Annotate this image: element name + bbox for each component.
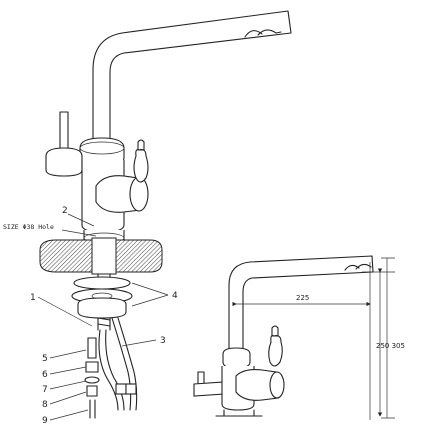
spout-tip [244,29,282,38]
callouts: 2 1 4 3 5 6 7 8 9 [30,206,178,426]
lock-nut [77,297,127,319]
spout [92,10,292,141]
callout-3: 3 [160,336,166,346]
hole-size-label: SIZE Φ38 Hole [3,223,54,231]
callout-9: 9 [42,416,48,426]
callout-5: 5 [42,354,48,364]
hose-left [98,329,119,411]
callout-1: 1 [30,293,36,303]
callout-2: 2 [62,206,68,216]
mixer-handle [133,149,149,183]
filter-connector-stack [84,337,100,419]
washer-a [73,276,131,290]
assembled-faucet [193,255,374,417]
hose-right [111,317,132,411]
callout-7: 7 [42,385,48,395]
dimensions: 225 250 305 [232,257,405,420]
callout-8: 8 [42,400,48,410]
assembled-spout [228,255,374,351]
assembled-handle [268,335,283,367]
exploded-faucet [39,10,292,419]
reach-dimension: 225 [296,294,309,302]
callout-4: 4 [172,291,178,301]
filter-lever [59,111,69,153]
callout-6: 6 [42,370,48,380]
height-dimensions: 250 305 [376,342,405,350]
